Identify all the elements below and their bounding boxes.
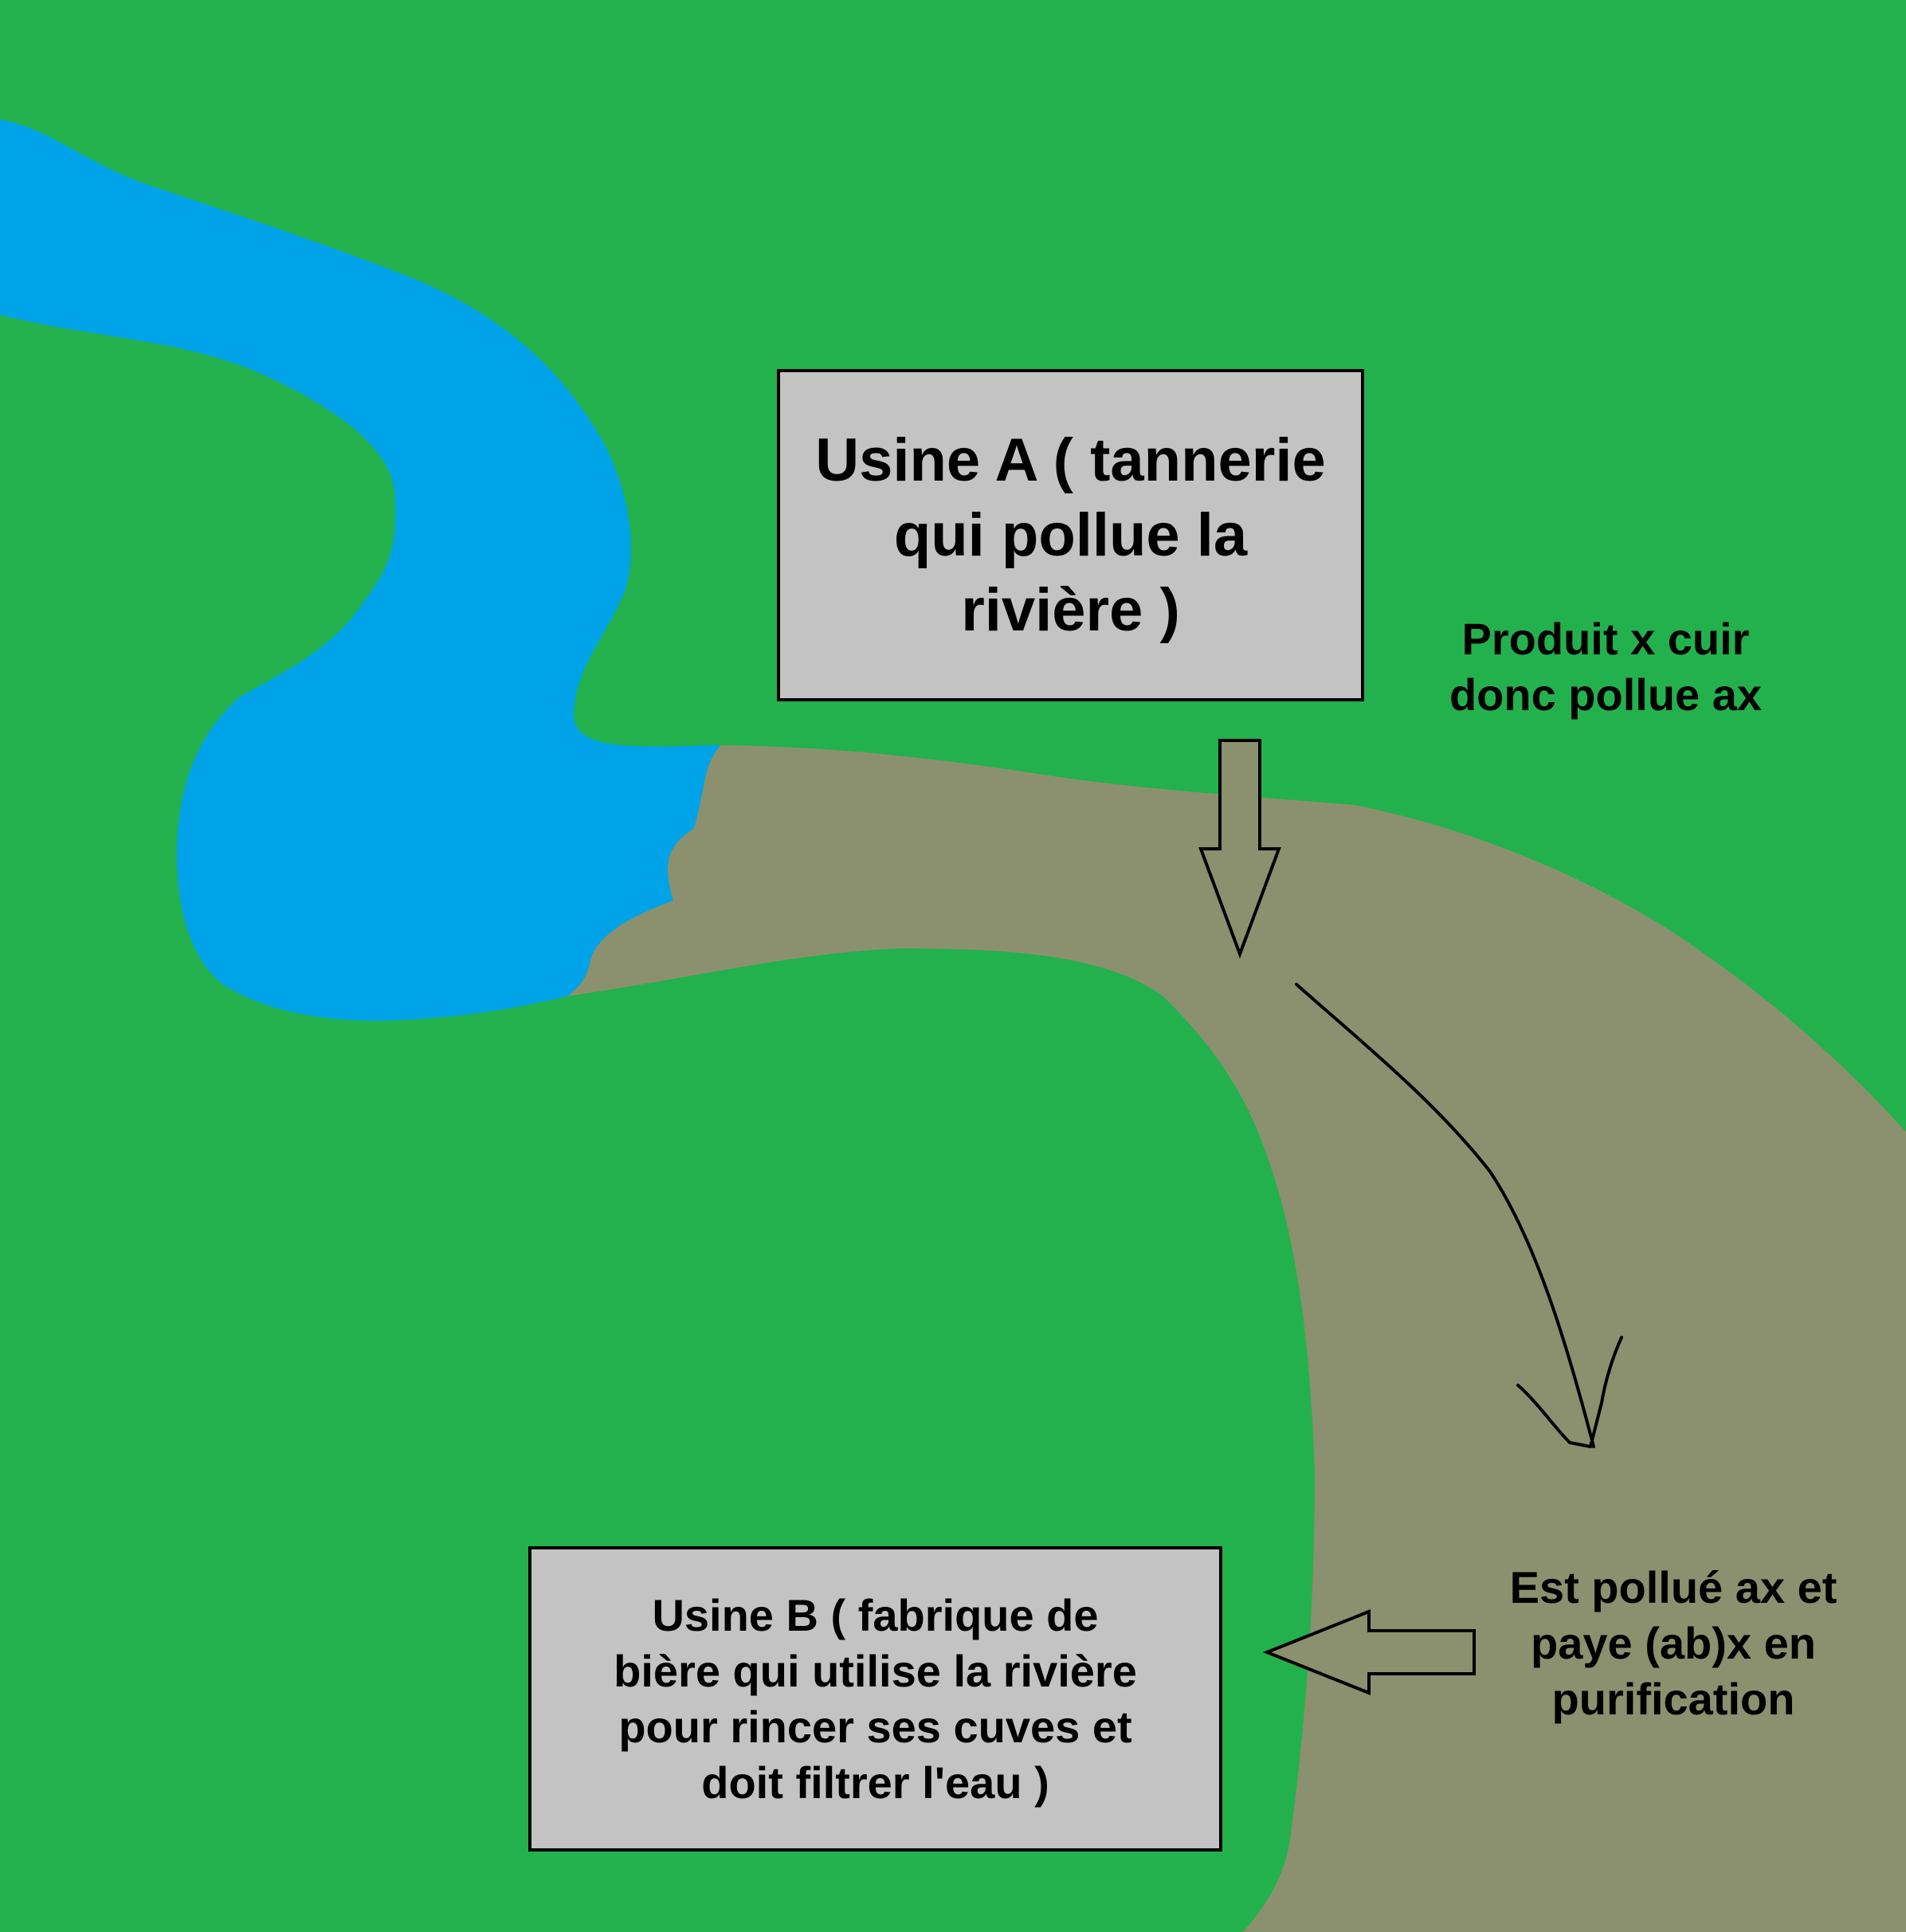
- factory-b-line: bière qui utilise la rivière: [614, 1645, 1137, 1696]
- factory-a-box: Usine A ( tannerie qui pollue la rivière…: [777, 369, 1364, 701]
- clean-river: [0, 120, 721, 1021]
- production-note-line: donc pollue ax: [1449, 670, 1763, 720]
- factory-b-line: doit filtrer l'eau ): [701, 1757, 1049, 1808]
- cost-note: Est pollué ax et paye (ab)x en purificat…: [1474, 1560, 1873, 1727]
- factory-b-line: pour rincer ses cuves et: [618, 1701, 1132, 1752]
- factory-a-line: qui pollue la: [893, 501, 1248, 569]
- factory-b-line: Usine B ( fabrique de: [652, 1589, 1099, 1640]
- curved-arrow-icon: [1295, 983, 1623, 1448]
- factory-a-line: rivière ): [961, 575, 1180, 644]
- cost-note-line: purification: [1551, 1674, 1795, 1724]
- production-note: Produit x cuir donc pollue ax: [1402, 611, 1809, 723]
- factory-b-box: Usine B ( fabrique de bière qui utilise …: [528, 1546, 1222, 1852]
- arrow-left-icon: [1262, 1609, 1476, 1695]
- cost-note-line: Est pollué ax et: [1509, 1562, 1837, 1612]
- polluted-river: [567, 745, 1906, 1932]
- production-note-line: Produit x cuir: [1461, 614, 1750, 664]
- arrow-down-icon: [1198, 739, 1281, 959]
- cost-note-line: paye (ab)x en: [1531, 1618, 1816, 1668]
- factory-a-line: Usine A ( tannerie: [815, 426, 1326, 494]
